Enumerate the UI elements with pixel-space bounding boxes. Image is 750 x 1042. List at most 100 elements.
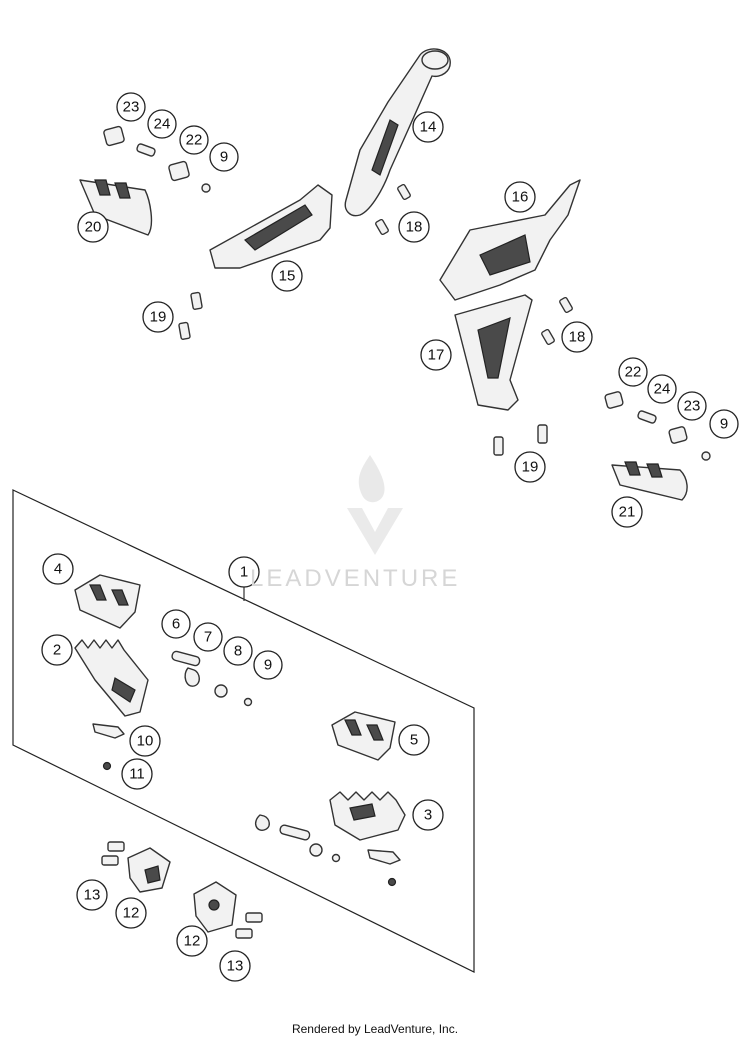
svg-text:15: 15: [279, 268, 296, 285]
svg-text:12: 12: [123, 905, 140, 922]
washer-8b-part: [309, 843, 323, 857]
plate-10b-part: [367, 849, 401, 865]
callout-17: 17: [420, 339, 452, 371]
footer-credit: Rendered by LeadVenture, Inc.: [291, 1022, 459, 1036]
callout-18-a: 18: [398, 211, 430, 243]
callout-5: 5: [398, 724, 430, 756]
screw-19-part: [190, 291, 203, 310]
callout-23-b: 23: [677, 391, 707, 421]
callout-21: 21: [611, 496, 643, 528]
svg-text:19: 19: [522, 459, 539, 476]
mount-12b-part: [193, 881, 237, 933]
pin-6-part: [171, 650, 201, 667]
callout-20: 20: [77, 211, 109, 243]
svg-text:7: 7: [204, 629, 212, 646]
pin-24-part: [136, 143, 156, 157]
screw-19r-part: [493, 436, 504, 456]
svg-text:8: 8: [234, 643, 242, 660]
callout-18-b: 18: [561, 321, 593, 353]
screw-19rb-part: [537, 424, 548, 444]
svg-text:16: 16: [512, 189, 529, 206]
pin-6b-part: [279, 824, 311, 841]
screw-13d-part: [235, 928, 253, 939]
callout-12-a: 12: [115, 897, 147, 929]
svg-text:4: 4: [54, 561, 62, 578]
svg-text:9: 9: [264, 657, 272, 674]
svg-text:13: 13: [84, 887, 101, 904]
svg-text:20: 20: [85, 219, 102, 236]
svg-text:14: 14: [420, 119, 437, 136]
callout-23-a: 23: [116, 92, 146, 122]
svg-text:23: 23: [684, 398, 701, 415]
callout-7: 7: [193, 622, 223, 652]
right-bracket-lower-part: [454, 294, 533, 411]
svg-text:22: 22: [625, 364, 642, 381]
clip-9b-part: [331, 853, 341, 863]
callout-13-a: 13: [76, 879, 108, 911]
kit-frame: [12, 489, 475, 973]
nut-11-part: [102, 761, 112, 771]
footpeg-right-part: [611, 461, 688, 501]
callout-24-b: 24: [647, 374, 677, 404]
plate-22r-part: [604, 391, 624, 409]
plate-23-part: [103, 125, 125, 147]
footpeg-4-part: [74, 574, 141, 629]
svg-text:5: 5: [410, 732, 418, 749]
clip-9r-part: [701, 451, 711, 461]
svg-text:2: 2: [53, 642, 61, 659]
callout-9-kit: 9: [253, 650, 283, 680]
callout-6: 6: [161, 609, 191, 639]
clip-9-part: [201, 183, 211, 193]
svg-text:6: 6: [172, 616, 180, 633]
callout-10: 10: [129, 725, 161, 757]
callout-14: 14: [412, 111, 444, 143]
right-bracket-upper-part: [439, 179, 581, 301]
svg-text:1: 1: [240, 564, 248, 581]
svg-text:18: 18: [406, 219, 423, 236]
callout-9-upper-left: 9: [209, 142, 239, 172]
svg-text:17: 17: [428, 347, 445, 364]
spring-7-part: [184, 667, 200, 687]
svg-text:22: 22: [186, 132, 203, 149]
footpeg-3-part: [329, 791, 406, 841]
screw-13b-part: [101, 855, 119, 866]
nut-11b-part: [387, 877, 397, 887]
plate-23r-part: [668, 426, 688, 444]
screw-13c-part: [245, 912, 263, 923]
callout-9-upper-right: 9: [709, 409, 739, 439]
svg-text:19: 19: [150, 309, 167, 326]
screw-13-part: [107, 841, 125, 852]
screw-19b-part: [178, 321, 191, 340]
spring-7b-part: [254, 814, 270, 831]
screw-18-part: [397, 183, 411, 201]
callout-22-b: 22: [618, 357, 648, 387]
callout-11: 11: [121, 758, 153, 790]
callout-24-a: 24: [147, 109, 177, 139]
callout-13-b: 13: [219, 950, 251, 982]
callout-19-a: 19: [142, 301, 174, 333]
bracket-arm-part: [344, 48, 451, 217]
callout-8: 8: [223, 636, 253, 666]
screw-18r-part: [559, 296, 573, 314]
leadventure-logo-icon: [347, 455, 403, 555]
svg-text:13: 13: [227, 958, 244, 975]
callout-4: 4: [42, 553, 74, 585]
mount-12-part: [127, 847, 171, 893]
left-bracket-part: [209, 184, 333, 269]
callout-15: 15: [271, 260, 303, 292]
svg-text:9: 9: [220, 149, 228, 166]
washer-8-part: [214, 684, 228, 698]
footpeg-2-part: [74, 639, 149, 717]
callout-19-b: 19: [514, 451, 546, 483]
svg-text:21: 21: [619, 504, 636, 521]
svg-text:3: 3: [424, 807, 432, 824]
svg-text:11: 11: [129, 766, 145, 783]
screw-18rb-part: [541, 328, 555, 346]
svg-text:12: 12: [184, 933, 201, 950]
svg-text:24: 24: [154, 116, 171, 133]
callout-3: 3: [412, 799, 444, 831]
svg-text:23: 23: [123, 99, 140, 116]
callout-12-b: 12: [176, 925, 208, 957]
footpeg-5-part: [331, 711, 396, 761]
